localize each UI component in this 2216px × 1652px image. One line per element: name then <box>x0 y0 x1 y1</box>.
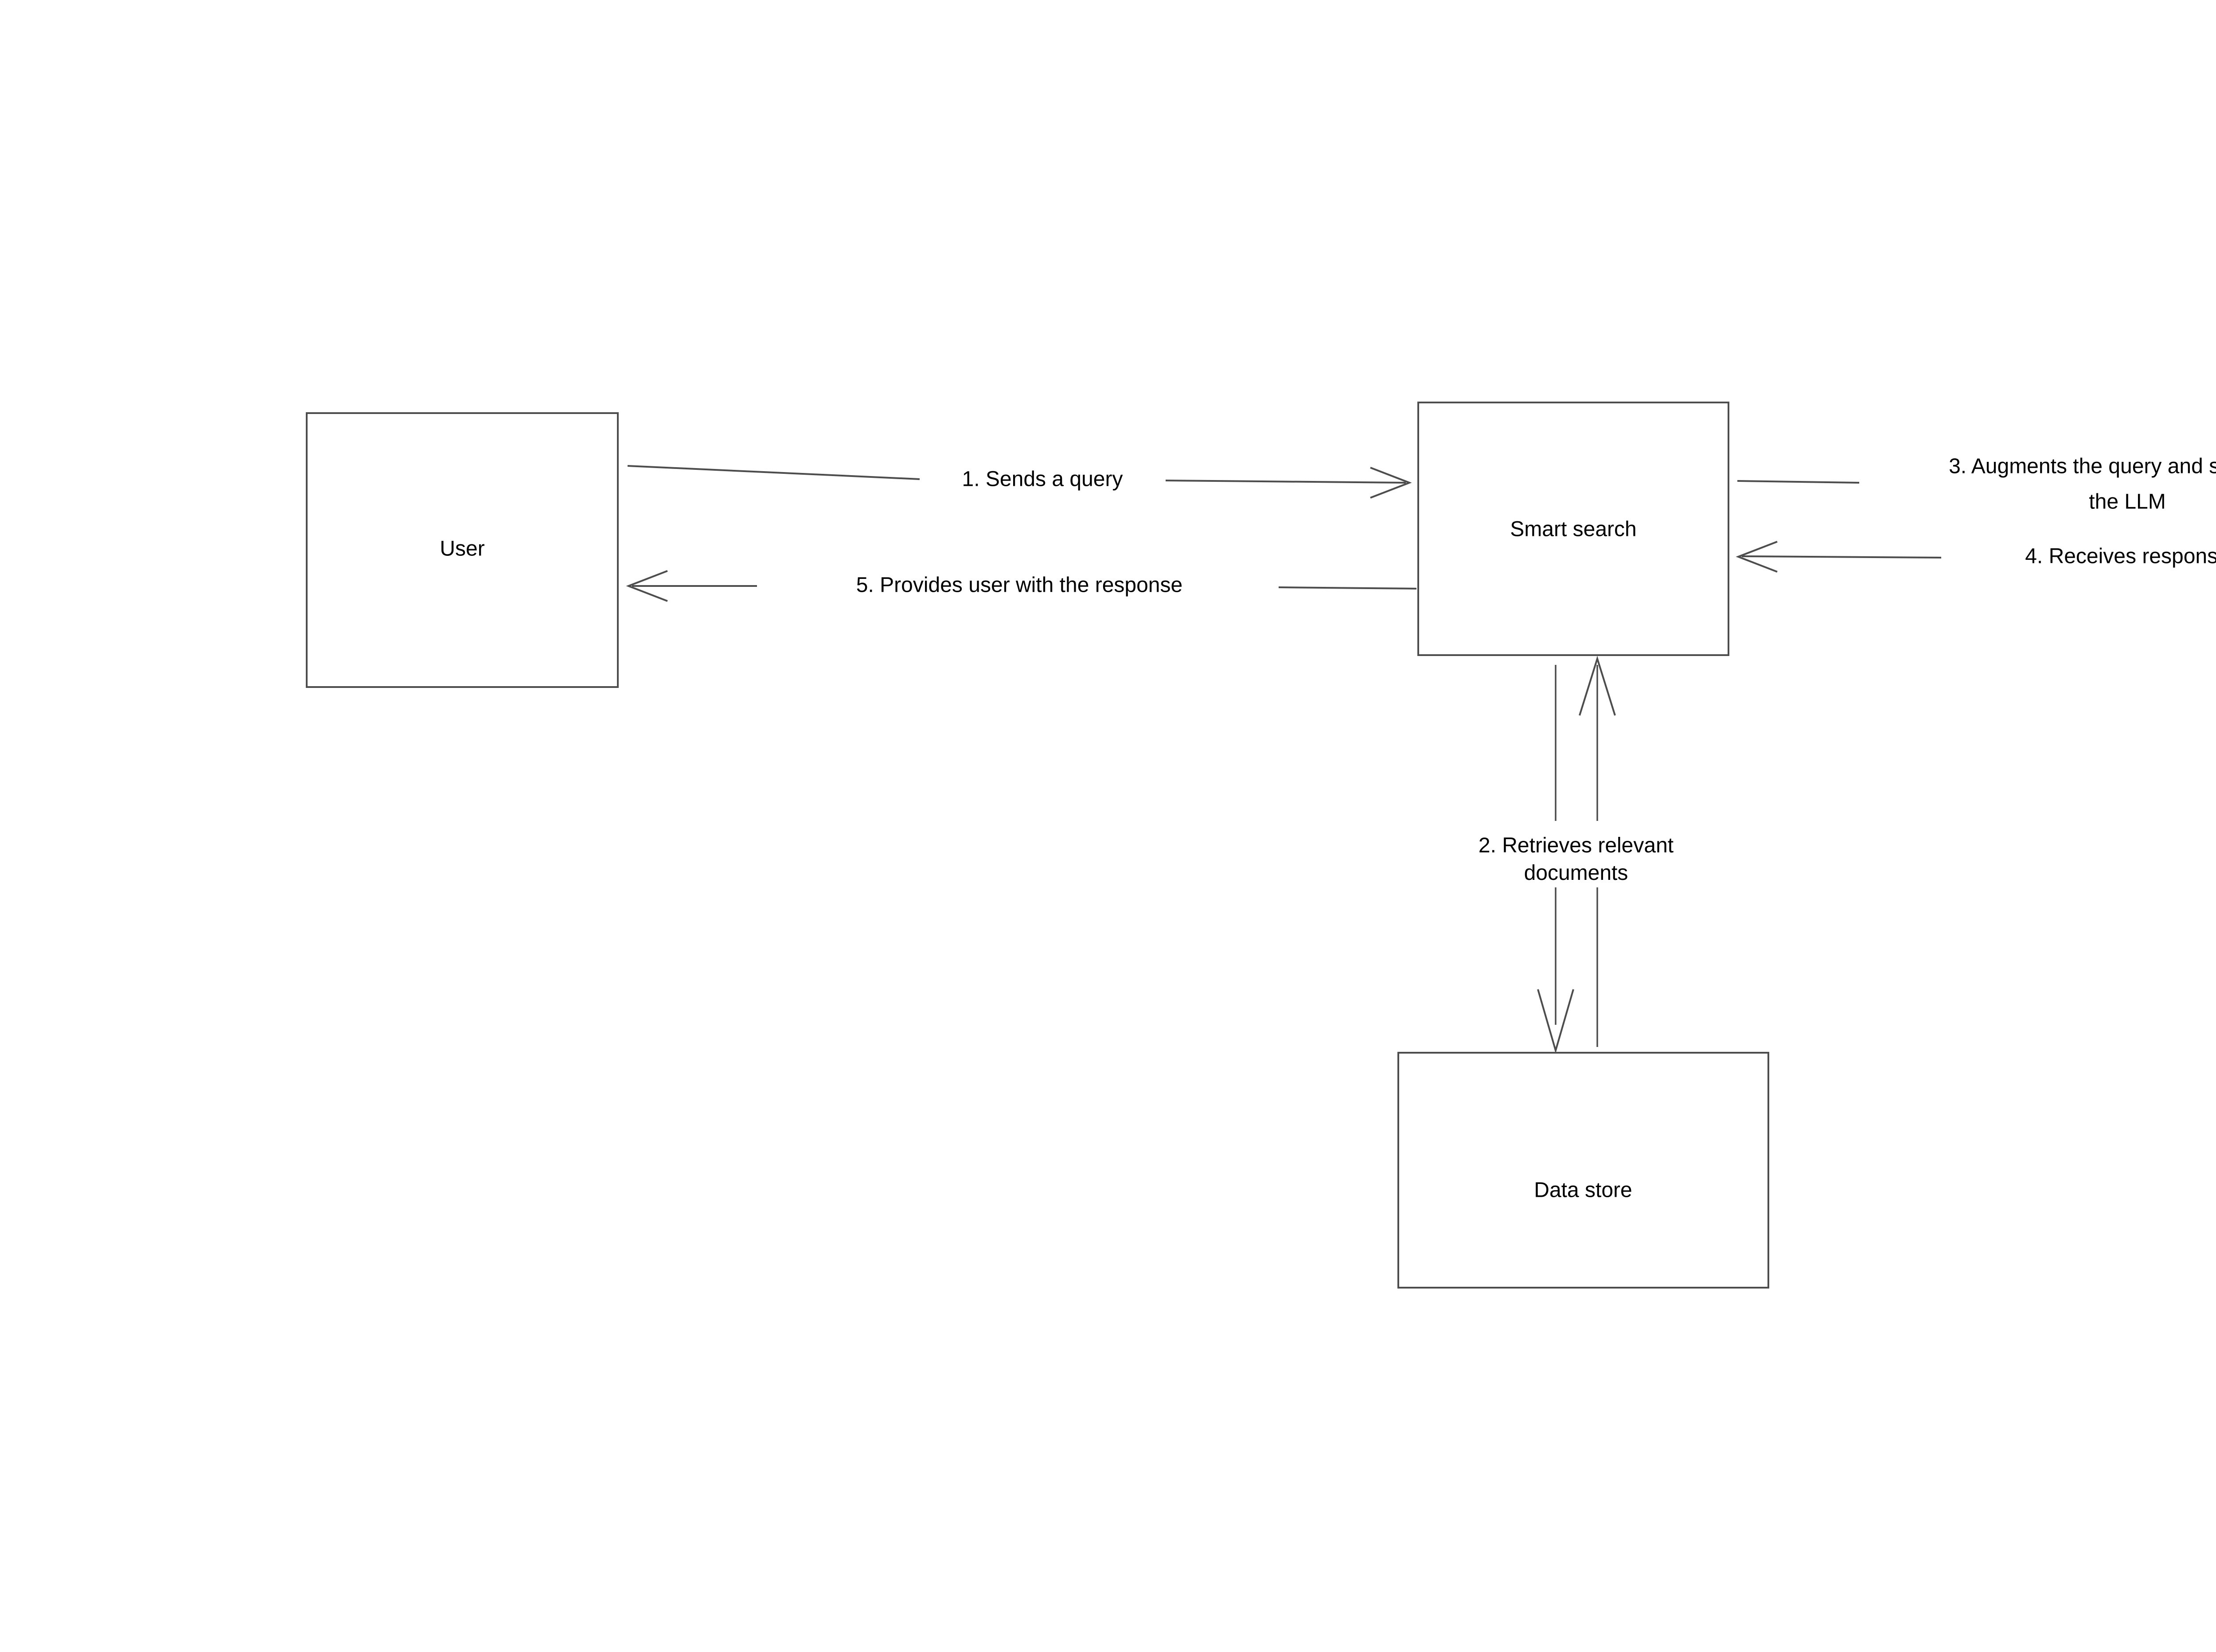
edge-3-line-left <box>1737 480 1860 484</box>
edge-augments-the-query: 3. Augments the query and sends it to th… <box>1737 455 2216 514</box>
edge-provides-user-with-the-response: 5. Provides user with the response <box>626 570 1417 602</box>
edge-sends-a-query: 1. Sends a query <box>627 465 1412 499</box>
node-user-label: User <box>440 537 484 561</box>
node-smart-search-label: Smart search <box>1510 518 1636 541</box>
edge-5-arrowhead <box>626 570 668 602</box>
edge-4-line-left <box>1741 555 1942 558</box>
edge-2-down-arrowhead <box>1537 989 1574 1054</box>
edge-receives-response: 4. Receives response <box>1736 541 2216 573</box>
edge-3-label-line2: the LLM <box>2089 490 2165 514</box>
edge-3-label-line1: 3. Augments the query and sends it to <box>1949 455 2216 478</box>
edge-1-arrowhead <box>1370 467 1412 499</box>
edge-1-label: 1. Sends a query <box>962 468 1123 491</box>
node-smart-search[interactable]: Smart search <box>1417 402 1729 656</box>
node-user[interactable]: User <box>306 412 619 688</box>
edge-2-label-backdrop <box>1383 825 1720 887</box>
edge-4-arrowhead <box>1736 541 1778 573</box>
edge-5-line-right <box>1278 586 1417 590</box>
edge-5-label: 5. Provides user with the response <box>856 574 1182 597</box>
edge-2-up-arrowhead <box>1579 656 1616 716</box>
node-data-store-label: Data store <box>1534 1179 1632 1202</box>
edge-1-line-right <box>1165 480 1406 484</box>
edge-1-line-left <box>627 465 920 480</box>
node-smart-search-box[interactable] <box>1417 402 1729 656</box>
node-data-store-box[interactable] <box>1397 1052 1769 1289</box>
node-user-box[interactable] <box>306 412 619 688</box>
node-data-store[interactable]: Data store <box>1397 1052 1769 1289</box>
edge-4-label: 4. Receives response <box>2025 545 2216 568</box>
